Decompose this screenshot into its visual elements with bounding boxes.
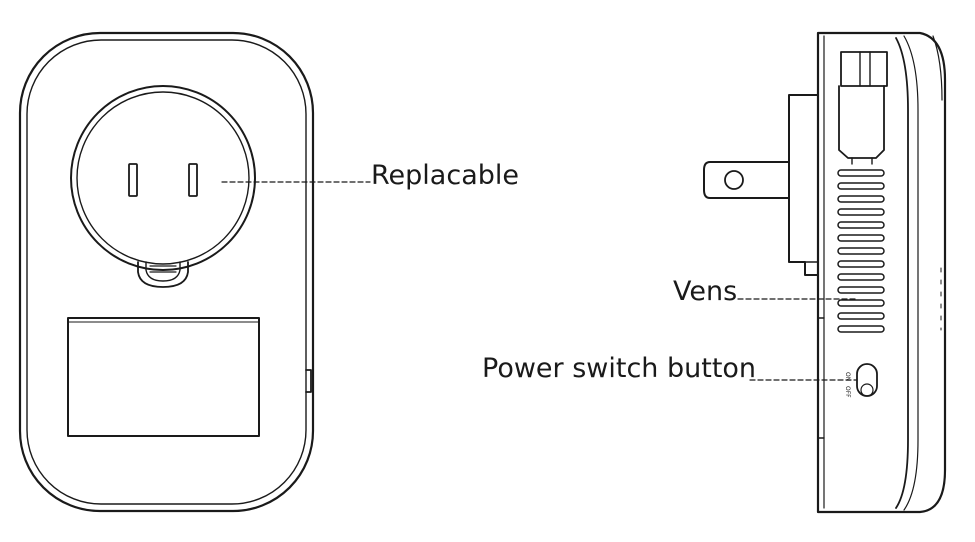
socket-slot-right	[188, 163, 198, 197]
switch-on-marking: ON	[844, 372, 851, 381]
side-socket-module	[838, 51, 888, 165]
vent-slots	[837, 169, 885, 333]
label-replacable: Replacable	[371, 160, 519, 191]
side-front-bezel	[895, 37, 909, 509]
replaceable-socket	[70, 85, 256, 288]
front-view	[18, 31, 315, 513]
side-view	[703, 31, 947, 514]
front-body-outer	[18, 31, 315, 513]
socket-release-latch	[137, 261, 189, 288]
front-body-inner	[26, 39, 307, 505]
leader-lines	[221, 181, 859, 381]
front-side-tab	[305, 369, 312, 393]
front-panel	[67, 317, 260, 437]
label-vens: Vens	[673, 276, 738, 307]
switch-off-marking: OFF	[844, 386, 851, 398]
label-power-switch-button: Power switch button	[482, 353, 757, 384]
power-switch	[856, 363, 878, 397]
plug-base	[788, 94, 819, 276]
side-body-outer	[816, 31, 947, 514]
plug-prong	[703, 161, 790, 199]
socket-slot-left	[128, 163, 138, 197]
